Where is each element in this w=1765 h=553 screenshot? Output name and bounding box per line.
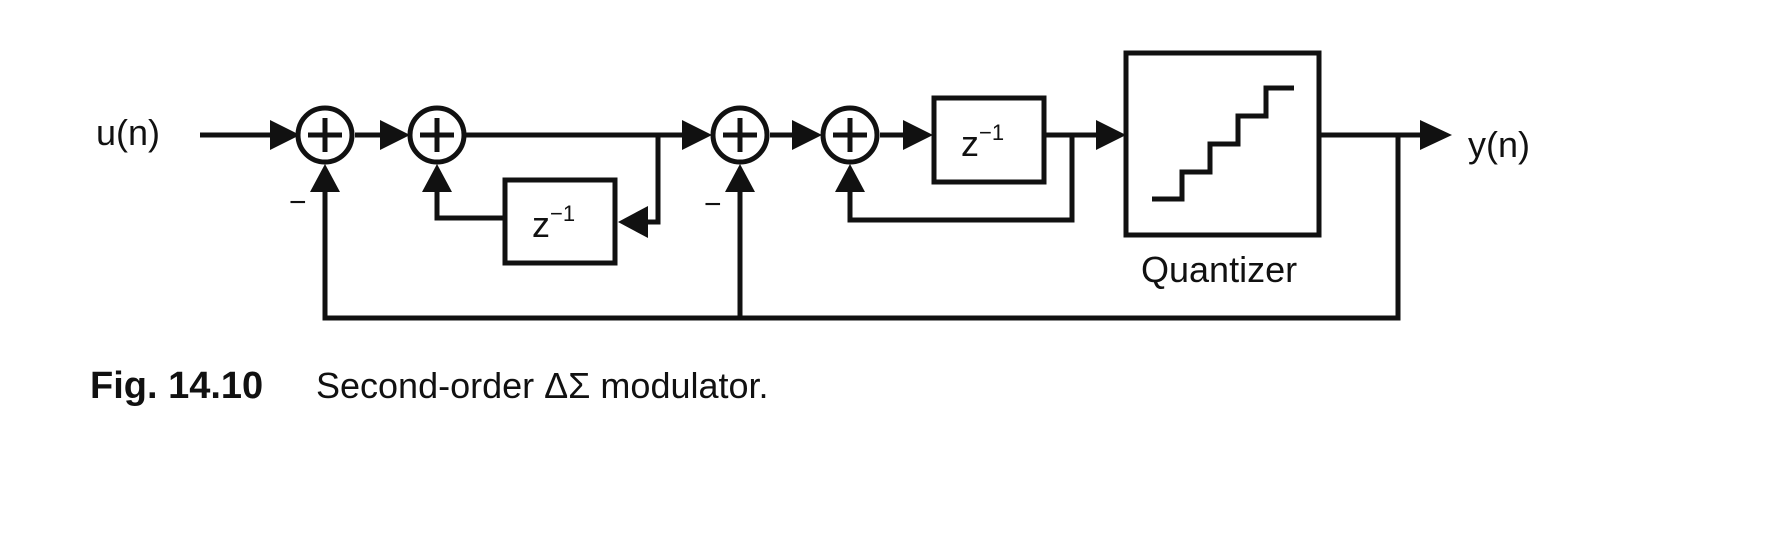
arrowhead-sum3-feedback <box>725 164 755 192</box>
summing-junction-2 <box>407 105 467 165</box>
output-label: y(n) <box>1468 124 1530 165</box>
summing-junction-4 <box>820 105 880 165</box>
minus-sign-sum1: − <box>289 186 307 219</box>
arrowhead-output <box>1420 120 1452 150</box>
figure-number: Fig. 14.10 <box>90 365 263 407</box>
arrowhead-sum1-feedback <box>310 164 340 192</box>
arrowhead-delay1-input <box>618 206 648 238</box>
summing-junction-3 <box>710 105 770 165</box>
delay-block-1: z−1 <box>502 177 618 266</box>
delay-block-2-label: z−1 <box>961 120 1004 164</box>
input-label: u(n) <box>96 112 160 153</box>
wire-loop2 <box>847 135 1075 223</box>
wire-loop1-tap <box>625 135 661 225</box>
arrowhead-sum4-feedback <box>835 164 865 192</box>
figure-caption: Second-order ΔΣ modulator. <box>316 365 769 406</box>
quantizer-label: Quantizer <box>1141 249 1297 290</box>
arrowhead-sum2 <box>380 120 410 150</box>
wire-outer-feedback <box>322 135 1401 321</box>
arrowhead-delay2 <box>903 120 933 150</box>
arrowhead-quantizer <box>1096 120 1126 150</box>
quantizer-staircase-icon <box>1152 85 1294 202</box>
arrowhead-sum2-feedback <box>422 164 452 192</box>
arrowhead-sum4 <box>792 120 822 150</box>
minus-sign-sum3: − <box>704 188 722 221</box>
arrowhead-sum3 <box>682 120 712 150</box>
summing-junction-1 <box>295 105 355 165</box>
quantizer-block <box>1123 50 1322 238</box>
arrowhead-sum1 <box>270 120 300 150</box>
delay-block-1-label: z−1 <box>532 201 575 245</box>
delay-block-2: z−1 <box>931 95 1047 185</box>
